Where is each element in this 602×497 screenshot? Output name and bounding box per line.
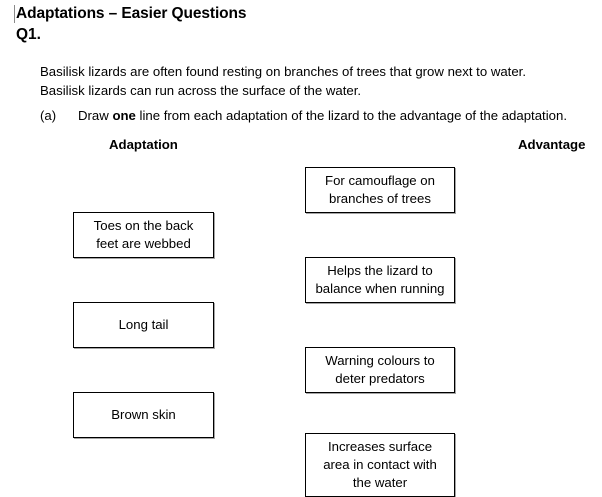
advantage-box-line-2: branches of trees: [329, 191, 431, 206]
page-title: Adaptations – Easier Questions: [16, 5, 247, 22]
adaptation-box-text: Long tail: [115, 316, 173, 334]
adaptation-box[interactable]: Brown skin: [73, 392, 214, 438]
advantage-box-line-2: deter predators: [335, 371, 425, 386]
instruction-text-after: line from each adaptation of the lizard …: [135, 108, 567, 123]
column-header-advantage: Advantage: [518, 137, 586, 152]
adaptation-box-line-1: Brown skin: [111, 407, 176, 422]
advantage-box-line-3: the water: [352, 475, 408, 490]
advantage-box-line-2: area in contact with: [323, 457, 437, 472]
advantage-box-line-2: balance when running: [315, 281, 445, 296]
advantage-box[interactable]: For camouflage on branches of trees: [305, 167, 455, 213]
advantage-box[interactable]: Increases surface area in contact with the…: [305, 433, 455, 497]
adaptation-box-text: Brown skin: [107, 406, 180, 424]
advantage-box-text: Increases surface area in contact with the…: [319, 438, 441, 492]
adaptation-box-line-1: Toes on the back: [93, 218, 194, 233]
adaptation-box[interactable]: Long tail: [73, 302, 214, 348]
adaptation-box-line-1: Long tail: [118, 317, 169, 332]
advantage-box-line-1: Warning colours to: [325, 353, 435, 368]
advantage-box-text: Warning colours to deter predators: [321, 352, 438, 388]
advantage-box[interactable]: Warning colours to deter predators: [305, 347, 455, 393]
text-cursor: [14, 5, 15, 23]
advantage-box-line-1: Increases surface: [327, 439, 433, 454]
instruction-text-before: Draw: [78, 108, 113, 123]
stem-line-2: Basilisk lizards can run across the surf…: [40, 83, 362, 98]
advantage-box-line-1: Helps the lizard to: [327, 263, 433, 278]
advantage-box-text: For camouflage on branches of trees: [321, 172, 439, 208]
stem-line-1: Basilisk lizards are often found resting…: [40, 64, 526, 79]
advantage-box[interactable]: Helps the lizard to balance when running: [305, 257, 455, 303]
part-a-label: (a): [40, 108, 57, 123]
question-number: Q1.: [16, 26, 41, 43]
adaptation-box[interactable]: Toes on the back feet are webbed: [73, 212, 214, 258]
adaptation-box-text: Toes on the back feet are webbed: [90, 217, 198, 253]
instruction-emphasis: one: [112, 108, 136, 123]
question-stem: Basilisk lizards are often found resting…: [40, 62, 526, 100]
column-header-adaptation: Adaptation: [109, 137, 178, 152]
advantage-box-text: Helps the lizard to balance when running: [311, 262, 448, 298]
advantage-box-line-1: For camouflage on: [325, 173, 435, 188]
adaptation-box-line-2: feet are webbed: [96, 236, 191, 251]
part-a-instruction: Draw one line from each adaptation of th…: [78, 108, 567, 123]
